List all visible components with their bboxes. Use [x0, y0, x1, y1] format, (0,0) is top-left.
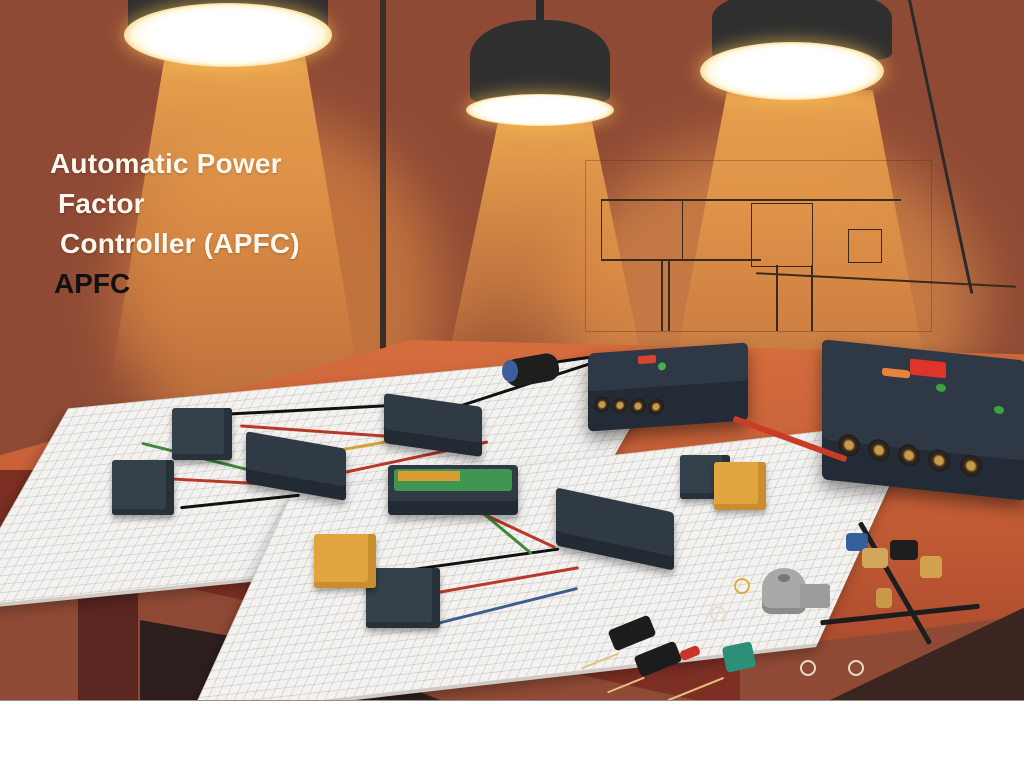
schematic-block	[848, 229, 882, 263]
table-leg	[78, 580, 138, 700]
terminal-screw	[612, 396, 628, 414]
washer	[710, 606, 726, 622]
ring-lug	[734, 578, 750, 594]
power-factor-controller-small	[588, 342, 748, 432]
terminal-screw	[898, 443, 920, 468]
light-beam-left	[110, 55, 360, 385]
schematic-block	[751, 203, 813, 267]
terminal-screw	[868, 438, 890, 463]
brass-terminal	[862, 548, 888, 568]
schematic-wire	[661, 261, 663, 331]
indicator-green	[994, 405, 1004, 415]
capacitor-cap	[502, 360, 518, 382]
title-line-1: Automatic Power	[50, 148, 282, 179]
terminal-screw	[928, 448, 950, 473]
relay-block	[172, 408, 232, 460]
schematic-wire	[776, 265, 778, 331]
washer	[800, 660, 816, 676]
title-line-2: Factor	[58, 188, 145, 219]
illustration-scene: Automatic Power Factor Controller (APFC)…	[0, 0, 1024, 700]
ct-terminal-box	[800, 584, 830, 608]
schematic-line	[601, 259, 761, 261]
lamp-middle-shade	[470, 20, 610, 102]
terminal-screw	[648, 398, 664, 416]
blue-connector	[846, 533, 868, 551]
power-switch-red	[910, 358, 946, 379]
schematic-line	[601, 199, 901, 201]
indicator-green	[936, 383, 946, 393]
washer	[848, 660, 864, 676]
schematic-wire	[668, 261, 670, 331]
status-led-red	[638, 354, 656, 365]
schematic-block	[601, 199, 683, 261]
lamp-middle-bulb	[466, 94, 614, 126]
ct-hole	[778, 574, 790, 582]
apfc-controller-main	[822, 339, 1024, 501]
lcd-screen	[398, 471, 460, 481]
lamp-pole	[380, 0, 386, 380]
title-line-3: Controller (APFC)	[60, 228, 300, 259]
terminal-screw	[630, 397, 646, 415]
relay-block	[366, 568, 440, 628]
title-abbreviation: APFC	[54, 268, 131, 299]
brass-terminal	[920, 556, 942, 578]
black-terminal	[890, 540, 918, 560]
probe-green	[721, 641, 757, 673]
indicator-amber	[882, 367, 910, 379]
display-module	[388, 465, 518, 515]
lamp-right-bulb	[700, 42, 884, 100]
relay-yellow	[714, 462, 766, 510]
relay-yellow	[314, 534, 376, 588]
terminal-screw	[594, 396, 610, 414]
status-led-green	[658, 362, 666, 371]
schematic-wire	[811, 265, 813, 331]
terminal-screw	[960, 453, 982, 479]
brass-lug	[876, 588, 892, 608]
lamp-left-bulb	[124, 3, 332, 67]
relay-block	[112, 460, 174, 515]
wall-schematic	[585, 160, 1016, 332]
bottom-whitespace	[0, 700, 1024, 769]
